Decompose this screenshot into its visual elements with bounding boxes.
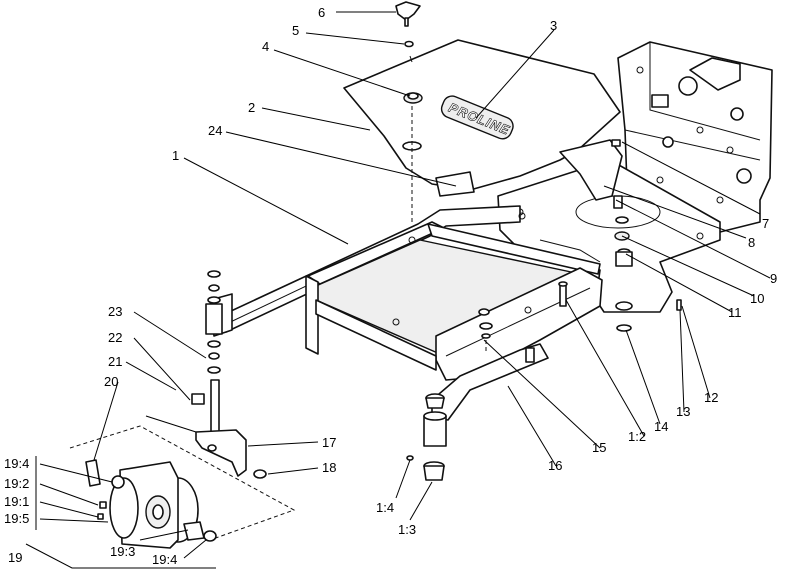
callout-4: 4 — [262, 39, 269, 54]
callout-21: 21 — [108, 354, 122, 369]
callout-19-3: 19:3 — [110, 544, 135, 559]
callout-19-4-upper: 19:4 — [4, 456, 29, 471]
callout-15: 15 — [592, 440, 606, 455]
callout-6: 6 — [318, 5, 325, 20]
callout-3: 3 — [550, 18, 557, 33]
callout-1-2: 1:2 — [628, 429, 646, 444]
left-caster-spindle — [191, 270, 223, 433]
caster-fork — [145, 415, 267, 479]
callout-9: 9 — [770, 271, 777, 286]
callout-12: 12 — [704, 390, 718, 405]
leader-lines — [25, 11, 771, 569]
callout-20: 20 — [104, 374, 118, 389]
callout-10: 10 — [750, 291, 764, 306]
callout-2: 2 — [248, 100, 255, 115]
callout-14: 14 — [654, 419, 668, 434]
caster-wheel — [69, 425, 296, 549]
callout-19-1: 19:1 — [4, 494, 29, 509]
housing-assembly — [617, 41, 773, 233]
callout-8: 8 — [748, 235, 755, 250]
main-frame — [209, 205, 603, 421]
callout-5: 5 — [292, 23, 299, 38]
bolt-1-2 — [558, 281, 568, 307]
callout-17: 17 — [322, 435, 336, 450]
callout-23: 23 — [108, 304, 122, 319]
callout-16: 16 — [548, 458, 562, 473]
callout-11: 11 — [728, 305, 742, 320]
callout-1: 1 — [172, 148, 179, 163]
callout-19-5: 19:5 — [4, 511, 29, 526]
callout-19-2: 19:2 — [4, 476, 29, 491]
callout-1-4: 1:4 — [376, 500, 394, 515]
right-caster-pivot — [406, 393, 447, 481]
seat-plate: PROLINE — [343, 39, 623, 201]
callout-19: 19 — [8, 550, 22, 565]
callout-13: 13 — [676, 404, 690, 419]
callout-24: 24 — [208, 123, 222, 138]
callout-19-4-lower: 19:4 — [152, 552, 177, 567]
callout-7: 7 — [762, 216, 769, 231]
callout-1-3: 1:3 — [398, 522, 416, 537]
bolt-stack-15 — [478, 308, 493, 354]
callout-labels: 6 5 3 4 2 24 1 7 8 9 10 11 12 13 14 15 1… — [4, 5, 777, 567]
knob-assembly — [395, 1, 423, 224]
callout-22: 22 — [108, 330, 122, 345]
callout-18: 18 — [322, 460, 336, 475]
